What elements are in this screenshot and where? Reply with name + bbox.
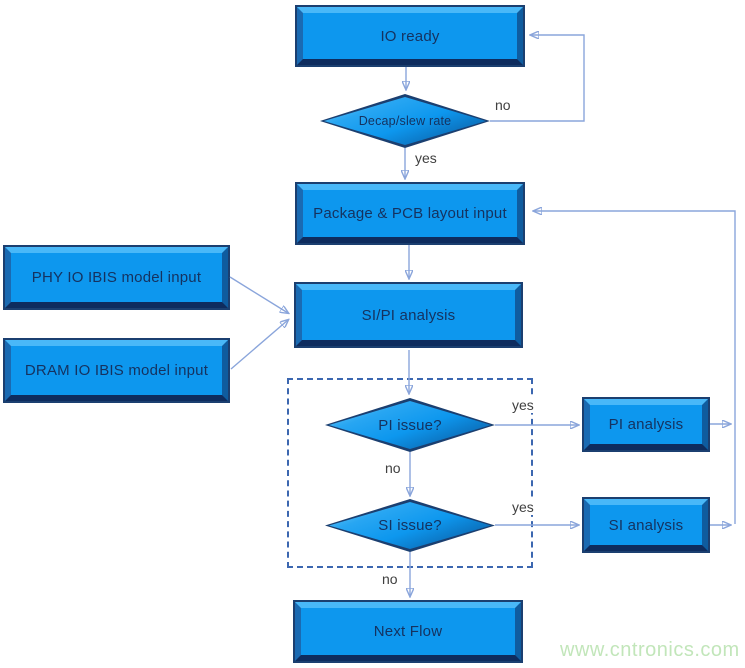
node-phy-ibis-input: PHY IO IBIS model input <box>3 245 230 310</box>
edge-label-decap-yes: yes <box>414 150 438 167</box>
watermark-text: www.cntronics.com <box>560 639 740 661</box>
decision-si-issue: SI issue? <box>325 499 495 552</box>
node-pi-analysis: PI analysis <box>582 397 710 452</box>
edge-label-decap-no: no <box>494 97 512 114</box>
node-next-flow: Next Flow <box>293 600 523 663</box>
node-dram-ibis-input-label: DRAM IO IBIS model input <box>24 362 209 379</box>
node-phy-ibis-input-label: PHY IO IBIS model input <box>31 269 202 286</box>
node-sipi-analysis-label: SI/PI analysis <box>361 306 456 324</box>
node-si-analysis: SI analysis <box>582 497 710 553</box>
edge-phy-to-sipi <box>229 276 288 313</box>
edge-label-si-no: no <box>381 571 399 588</box>
edge-label-si-yes: yes <box>511 499 535 516</box>
edge-dram-to-sipi <box>230 320 288 370</box>
node-pi-analysis-label: PI analysis <box>608 416 684 433</box>
edge-label-pi-yes: yes <box>511 397 535 414</box>
node-io-ready: IO ready <box>295 5 525 67</box>
node-package-pcb-input: Package & PCB layout input <box>295 182 525 245</box>
decision-pi-issue: PI issue? <box>325 398 495 452</box>
decision-si-issue-label: SI issue? <box>378 517 442 534</box>
node-io-ready-label: IO ready <box>380 27 440 45</box>
edge-feedback-to-package <box>534 211 736 524</box>
node-sipi-analysis: SI/PI analysis <box>294 282 523 348</box>
node-si-analysis-label: SI analysis <box>608 516 684 534</box>
node-next-flow-label: Next Flow <box>373 623 443 640</box>
edge-label-pi-no: no <box>384 460 402 477</box>
node-package-pcb-input-label: Package & PCB layout input <box>313 205 507 222</box>
decision-decap-slew-rate-label: Decap/slew rate <box>358 114 452 128</box>
decision-decap-slew-rate: Decap/slew rate <box>320 94 490 148</box>
node-dram-ibis-input: DRAM IO IBIS model input <box>3 338 230 403</box>
decision-pi-issue-label: PI issue? <box>378 416 442 434</box>
